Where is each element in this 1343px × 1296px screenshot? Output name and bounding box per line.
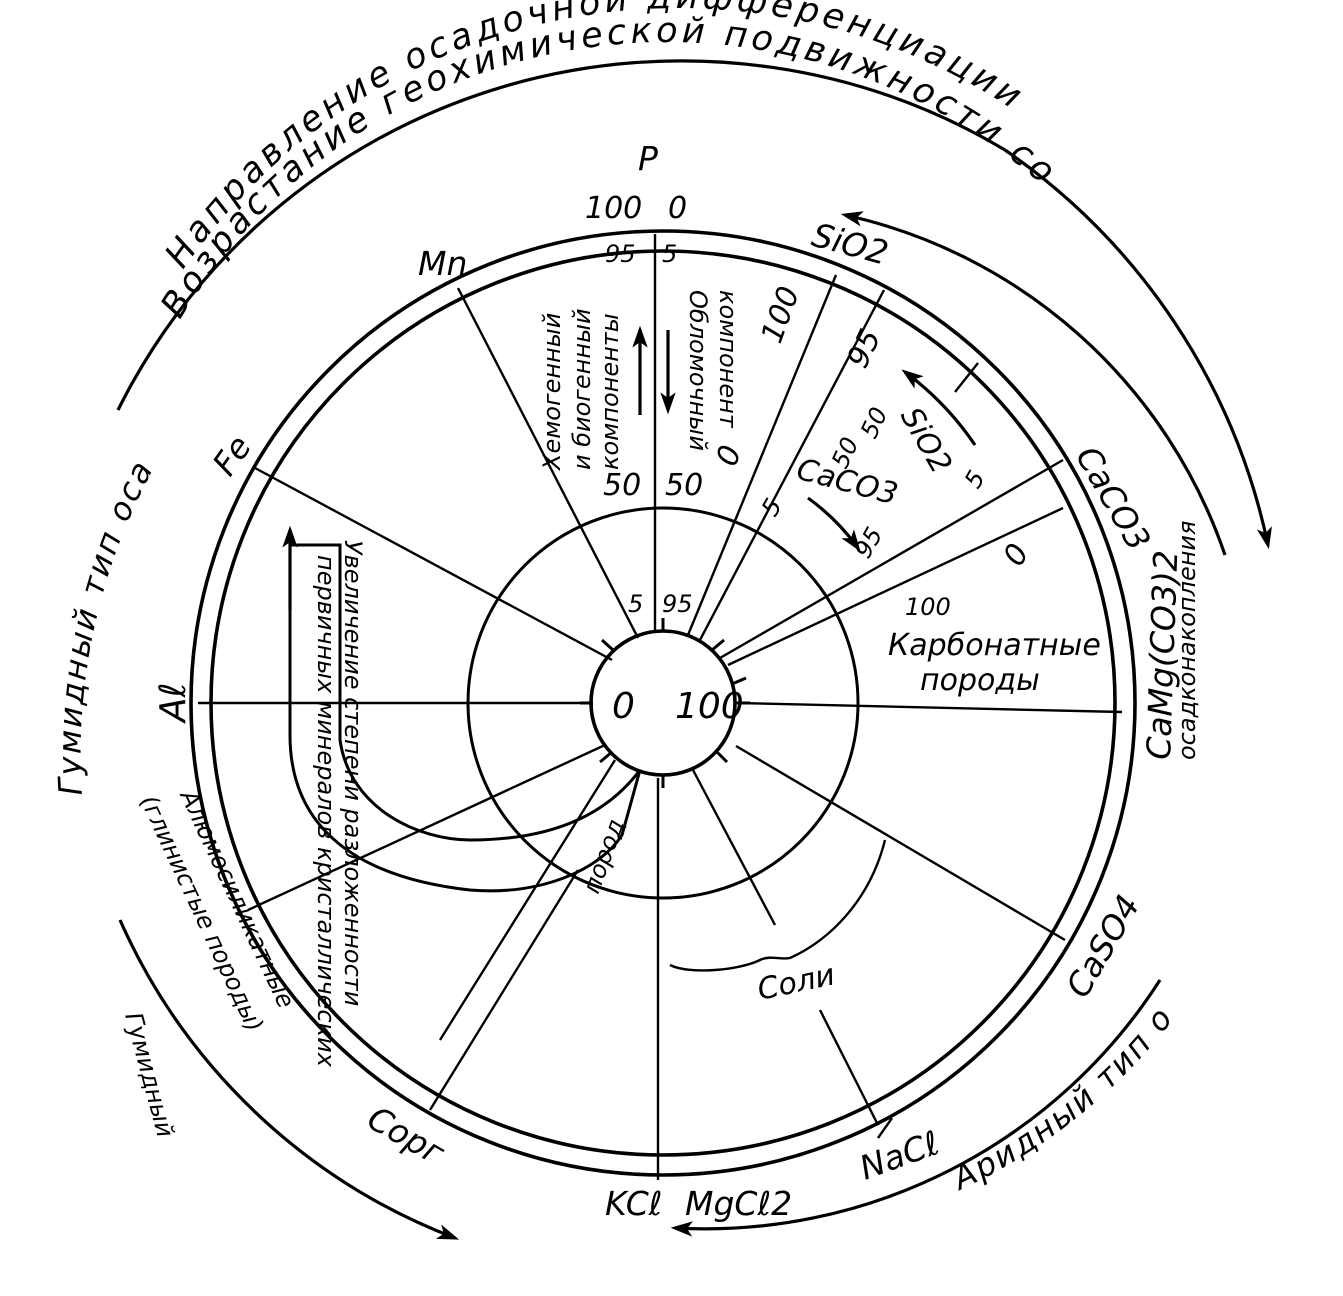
scale-50-left: 50 [603, 468, 641, 503]
label-caso4: CaSO4 [1058, 888, 1147, 1004]
core-100: 100 [675, 686, 744, 727]
radial-left-lower [247, 743, 606, 912]
top-arc-line [116, 59, 1006, 411]
outer-arrows [116, 59, 1272, 1240]
decomp-line3: пород [577, 815, 630, 897]
outer-ring [189, 229, 1137, 1177]
right-inner-arrow [840, 211, 1227, 556]
carbonate-line1: Карбонатные [888, 628, 1101, 663]
label-al: Aℓ [153, 683, 194, 725]
scale-caco3-95: 95 [849, 523, 889, 563]
radial-corg [428, 869, 580, 1111]
clastic-line2: компонент [714, 290, 742, 429]
radial-caco3-b [727, 506, 1064, 667]
radial-lower-left [438, 759, 617, 1041]
scale-caco3-5: 5 [756, 494, 788, 521]
radial-sio2 [698, 289, 886, 641]
tick-nacl-ring [877, 1117, 893, 1139]
radial-caso4 [735, 744, 1066, 942]
bottom-right-arrow [670, 979, 1162, 1237]
radial-sio2-a [686, 274, 838, 636]
arid-inner-word: осадконакопления [1173, 521, 1201, 760]
scale-clastic-0: 0 [710, 441, 749, 471]
humid-word: Гумидный [119, 1009, 179, 1140]
carbonate-line2: породы [920, 663, 1040, 698]
scale-in-5: 5 [628, 590, 643, 618]
tick-sio2-ring [954, 362, 979, 393]
caco3-arrow [807, 496, 861, 552]
scale-caco3-50b: 50 [855, 403, 893, 443]
chemogenic-line2: и биогенный [568, 308, 596, 470]
scale-50-right: 50 [665, 468, 703, 503]
sio2-arrow [901, 369, 977, 446]
decomposition-band [288, 543, 642, 893]
clastic-line1: Обломочный [684, 290, 712, 451]
label-caco3: CaCO3 [1068, 440, 1158, 558]
label-kcl: KCℓ [605, 1184, 662, 1223]
radial-caco3-a [719, 458, 1064, 660]
scale-p-5: 5 [662, 240, 677, 268]
scale-in-95: 95 [662, 590, 693, 618]
radial-mn [456, 287, 640, 639]
chemogenic-line1: Хемогенный [538, 313, 566, 472]
scale-carbon-100: 100 [905, 593, 951, 621]
right-outer-arrow [1004, 148, 1272, 550]
scale-p-100: 100 [585, 191, 642, 226]
radial-lines [198, 234, 1123, 1180]
radial-nacl [818, 1009, 880, 1126]
scale-sio2-95: 95 [841, 324, 889, 373]
scale-p-95: 95 [605, 240, 636, 268]
label-corg: Cорг [361, 1098, 452, 1173]
core-0: 0 [612, 686, 635, 727]
decomp-line2: первичных минералов кристаллических [312, 555, 340, 1068]
label-mgcl2: MgCℓ2 [685, 1184, 792, 1223]
label-p: P [638, 139, 658, 178]
salts-brace [669, 839, 887, 972]
radial-salts-a [691, 769, 777, 926]
scale-outer-5: 5 [959, 466, 991, 493]
salts-label: Соли [754, 957, 838, 1007]
chemogenic-line3: компоненты [596, 313, 624, 470]
decomp-line1-a: Увеличение степени разложенности [339, 540, 367, 1006]
left-bottom-arrow [118, 919, 460, 1240]
humid-type: Гумидный тип осадконакопления [0, 0, 161, 797]
scale-p-0: 0 [668, 191, 687, 226]
radial-fe [254, 466, 613, 662]
core-ticks [580, 618, 750, 788]
radial-camg [737, 701, 1123, 714]
arid-type: Аридный тип осадконакопления [0, 0, 1179, 1198]
label-camgco3: CaMg(CO3)2 [1139, 550, 1185, 761]
scale-outer-0: 0 [997, 538, 1037, 572]
label-mn: Mn [418, 244, 467, 283]
scale-sio2-100: 100 [755, 282, 807, 348]
